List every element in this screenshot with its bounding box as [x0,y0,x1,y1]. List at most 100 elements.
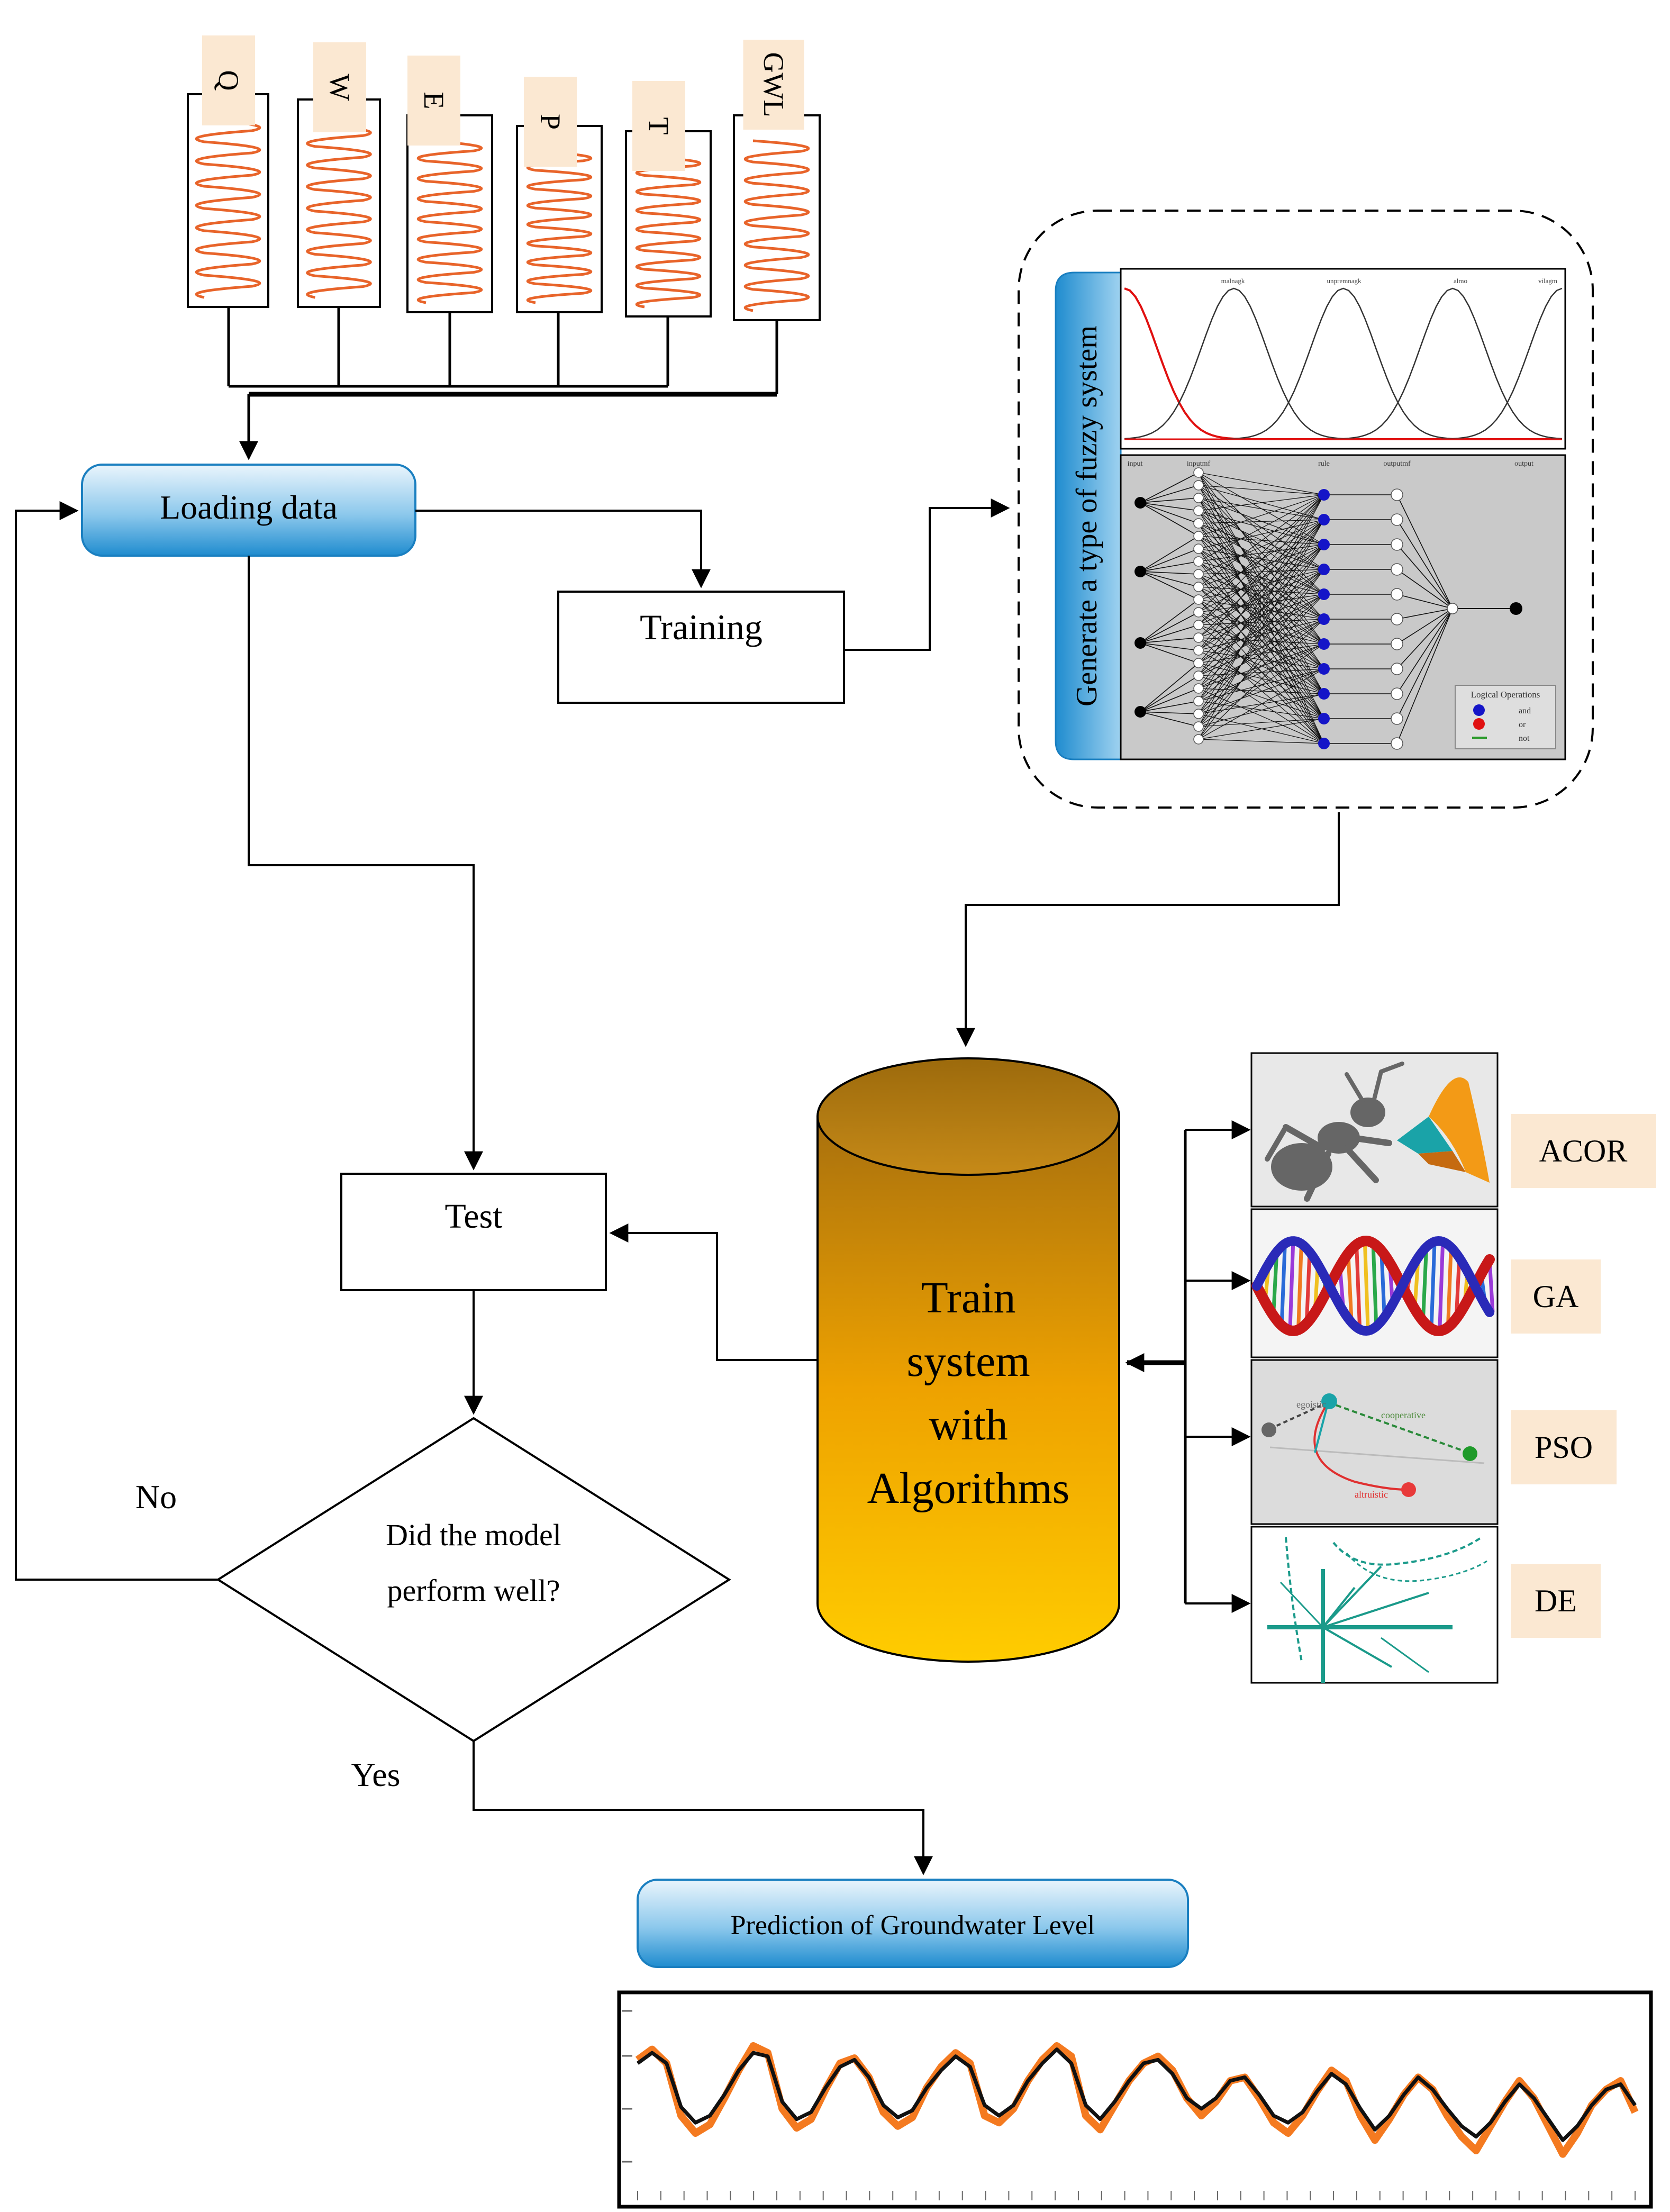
rule-node [1318,514,1330,525]
spring-icon [636,155,701,309]
outputmf-node [1391,613,1403,625]
dna-rung [1346,1253,1354,1319]
inputmf-node [1193,709,1204,719]
logical-operations-legend: Logical Operations and or not [1455,685,1556,749]
outputmf-node [1391,513,1403,526]
input-e: E [406,56,493,313]
training-label: Training [640,607,763,647]
dna-rung [1288,1241,1295,1331]
matlab-logo-icon [1397,1077,1490,1183]
membership-label: unpremnagk [1327,277,1362,285]
input-node [1134,566,1146,577]
input-label: W [324,74,356,101]
loading-data-label: Loading data [160,488,338,526]
training-box: Training [557,591,845,704]
spring-icon [527,150,592,304]
fuzzy-side-label: Generate a type of fuzzy system [1070,325,1103,706]
input-node [1134,706,1146,718]
pso-particle-red [1401,1482,1416,1497]
pso-label-egoistic: egoistic [1296,1399,1326,1410]
inputmf-node [1193,518,1204,529]
decision-line-2: perform well? [387,1573,560,1608]
pso-label-box [1511,1410,1617,1484]
pso-panel: egoistic cooperative altruistic [1250,1359,1499,1525]
prediction-box: Prediction of Groundwater Level [637,1879,1189,1968]
train-system-line-4: Algorithms [867,1464,1070,1513]
train-system-cylinder: Train system with Algorithms [816,1057,1120,1663]
acor-label: ACOR [1539,1134,1628,1168]
inputmf-node [1193,531,1204,541]
input-label: GWL [758,52,789,117]
input-label: P [534,114,566,130]
network-edges [1140,472,1516,744]
outputmf-node [1391,563,1403,576]
pso-diagram-icon: egoistic cooperative altruistic [1261,1393,1485,1500]
decision-line-1: Did the model [386,1518,561,1552]
inputmf-node [1193,594,1204,605]
inputmf-node [1193,505,1204,516]
dna-rung [1296,1242,1304,1330]
input-label: E [418,92,450,110]
rule-node [1318,539,1330,550]
pso-label: PSO [1535,1430,1593,1465]
ant-icon [1265,1062,1404,1202]
rule-node [1318,489,1330,501]
rule-node [1318,663,1330,675]
legend-not: not [1519,734,1530,743]
layer-label: inputmf [1187,460,1211,468]
yes-branch-label: Yes [351,1756,400,1793]
pso-label-cooperative: cooperative [1381,1410,1426,1420]
outputmf-node [1391,588,1403,601]
layer-label: input [1128,460,1143,468]
legend-and-dot [1473,704,1485,716]
outputmf-node [1391,687,1403,700]
output-mf-node [1447,603,1458,614]
outputmf-node [1391,488,1403,501]
dna-rung [1438,1240,1445,1331]
inputmf-node [1193,696,1204,706]
dna-rung [1421,1250,1428,1321]
dna-strand [1251,1235,1495,1337]
outputmf-node [1391,712,1403,725]
no-branch-label: No [135,1478,177,1516]
dna-rung [1279,1246,1287,1326]
dna-helix-icon [1251,1235,1495,1337]
inputmf-node [1193,480,1204,491]
de-label: DE [1535,1583,1577,1618]
train-system-line-1: Train [921,1273,1016,1322]
input-label-box [202,35,255,125]
input-gwl: GWL [733,40,821,321]
input-connectors [227,307,778,460]
inputmf-node [1193,569,1204,579]
legend-and: and [1519,706,1531,715]
groundwater-chart [617,1990,1653,2209]
network-nodes [1134,467,1522,750]
input-label-box [632,81,685,171]
train-system-line-2: system [906,1337,1030,1386]
input-label-box [407,56,460,146]
train-system-line-3: with [929,1400,1008,1449]
prediction-label: Prediction of Groundwater Level [731,1910,1095,1941]
dna-rung [1429,1243,1437,1329]
inputmf-node [1193,721,1204,732]
outputmf-node [1391,663,1403,675]
inputmf-node [1193,683,1204,694]
input-w: W [297,42,381,308]
membership-label: vilagm [1538,277,1557,285]
layer-label: outputmf [1383,460,1411,468]
input-p: P [516,77,603,313]
flow-connectors [15,498,1340,1875]
inputmf-node [1193,632,1204,643]
pso-particle-grey [1261,1422,1276,1437]
rule-node [1318,564,1330,575]
de-label-box [1511,1564,1601,1638]
outputmf-node [1391,737,1403,750]
dna-rung [1363,1240,1370,1331]
input-label: Q [213,70,244,91]
dna-rung [1355,1244,1362,1328]
